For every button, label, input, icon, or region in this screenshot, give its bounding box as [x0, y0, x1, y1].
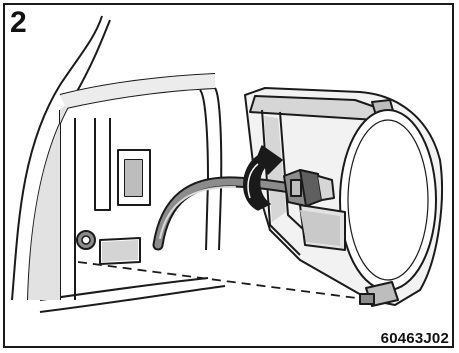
figure-code: 60463J02	[381, 330, 449, 347]
step-number: 2	[10, 8, 27, 38]
mounting-hole	[77, 231, 95, 249]
